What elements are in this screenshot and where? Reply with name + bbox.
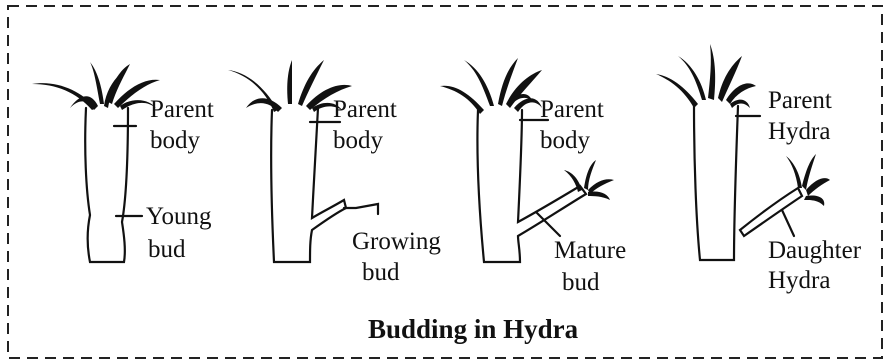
label-growing-bud-line2: bud [362,258,400,287]
daughter-tentacles [786,154,830,206]
hydra-stage-3 [440,58,614,262]
tentacles-1 [32,62,160,110]
label-parent-body-1-line2: body [150,126,200,155]
dashed-border [8,6,882,358]
label-mature-bud-line1: Mature [554,236,626,265]
label-daughter-hydra-line2: Hydra [768,266,830,295]
label-parent-body-2-line1: Parent [333,95,397,124]
label-young-bud-line1: Young [146,202,212,231]
label-growing-bud-line1: Growing [352,227,441,256]
tentacles-4 [656,44,756,108]
label-parent-body-3-line1: Parent [540,95,604,124]
label-parent-body-3-line2: body [540,126,590,155]
label-parent-hydra-line2: Hydra [768,117,830,146]
label-young-bud-line2: bud [148,235,186,264]
mature-bud-tentacles [564,160,614,200]
hydra-stage-4 [656,44,830,260]
parent-hydra-body [694,106,738,260]
tentacles-3 [440,58,542,114]
parent-body-1 [85,108,128,262]
label-mature-bud-line2: bud [562,268,600,297]
daughter-hydra-body [740,188,802,236]
label-parent-hydra-line1: Parent [768,86,832,115]
label-parent-body-2-line2: body [333,126,383,155]
label-parent-body-1-line1: Parent [150,95,214,124]
pointer-daughter-hydra [782,210,794,236]
hydra-stage-1 [32,62,160,262]
diagram-caption: Budding in Hydra [368,314,578,345]
pointer-growing-bud [344,204,378,214]
label-daughter-hydra-line1: Daughter [768,236,861,265]
